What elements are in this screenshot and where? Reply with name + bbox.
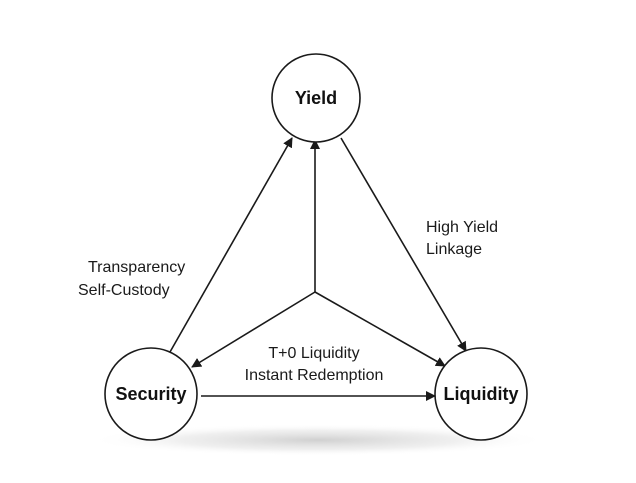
ground-shadow — [88, 424, 548, 456]
label-high-yield: High Yield — [426, 219, 498, 236]
edge-hub-to-liquidity — [314, 291, 446, 367]
label-transparency: Transparency — [88, 259, 185, 276]
edge-security-to-yield — [169, 137, 293, 353]
node-liquidity-label: Liquidity — [444, 384, 519, 404]
label-t0-liquidity: T+0 Liquidity — [268, 345, 359, 362]
edge-hub-to-security — [191, 291, 316, 368]
node-security-label: Security — [115, 384, 186, 404]
edge-yield-to-liquidity — [340, 137, 467, 352]
node-yield: Yield — [271, 53, 361, 143]
node-security: Security — [104, 347, 198, 441]
label-self-custody: Self-Custody — [78, 282, 170, 299]
label-linkage: Linkage — [426, 241, 482, 258]
label-instant-redemption: Instant Redemption — [245, 367, 384, 384]
node-liquidity: Liquidity — [434, 347, 528, 441]
node-yield-label: Yield — [295, 88, 337, 108]
